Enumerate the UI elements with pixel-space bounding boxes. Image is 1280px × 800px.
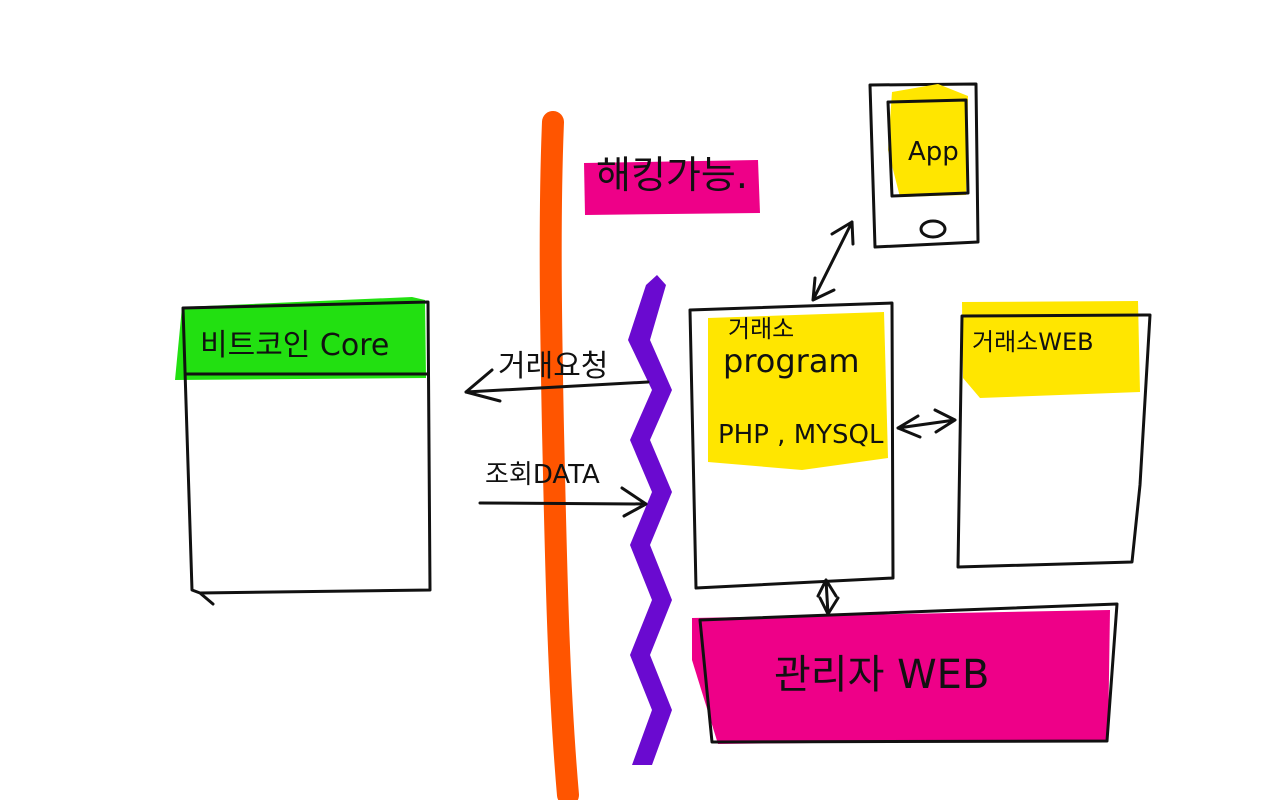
bitcoin-core-box: 비트코인 Core <box>175 297 432 606</box>
app-highlight <box>888 84 968 197</box>
app-screen-outline <box>886 98 970 198</box>
exchange-web-label: 거래소WEB <box>972 328 1094 356</box>
exchange-program-box: 거래소 program PHP , MYSQL <box>688 301 895 590</box>
admin-web-highlight <box>692 610 1110 744</box>
admin-web-label: 관리자 WEB <box>774 652 989 698</box>
bitcoin-core-outline <box>181 300 432 606</box>
exchange-web-highlight <box>962 301 1140 398</box>
exchange-highlight <box>708 312 888 470</box>
admin-web-outline <box>698 602 1119 744</box>
trade-request-label: 거래요청 <box>498 349 608 384</box>
zigzag-wall <box>628 275 672 765</box>
app-label: App <box>908 137 959 167</box>
exchange-title-label: 거래소 <box>728 315 794 343</box>
firewall-line <box>539 111 579 800</box>
phone-home-button <box>919 219 947 239</box>
hacking-label: 해킹가능. <box>596 153 748 197</box>
exchange-web-arrow <box>896 408 957 439</box>
bitcoin-core-label: 비트코인 Core <box>200 328 389 363</box>
exchange-web-outline <box>956 313 1152 569</box>
exchange-admin-arrow <box>816 578 840 616</box>
exchange-outline <box>688 301 895 590</box>
query-data-arrow <box>478 486 648 518</box>
phone-device: App <box>868 82 980 249</box>
admin-web-box: 관리자 WEB <box>692 602 1119 744</box>
query-data-label: 조회DATA <box>485 460 600 490</box>
exchange-program-label: program <box>723 342 860 380</box>
exchange-web-box: 거래소WEB <box>956 301 1152 569</box>
phone-exchange-arrow <box>811 220 855 302</box>
hacking-highlight <box>584 160 760 215</box>
phone-outline <box>868 82 980 249</box>
exchange-stack-label: PHP , MYSQL <box>718 420 884 450</box>
trade-request-arrow <box>464 368 650 403</box>
bitcoin-core-highlight <box>175 297 426 380</box>
